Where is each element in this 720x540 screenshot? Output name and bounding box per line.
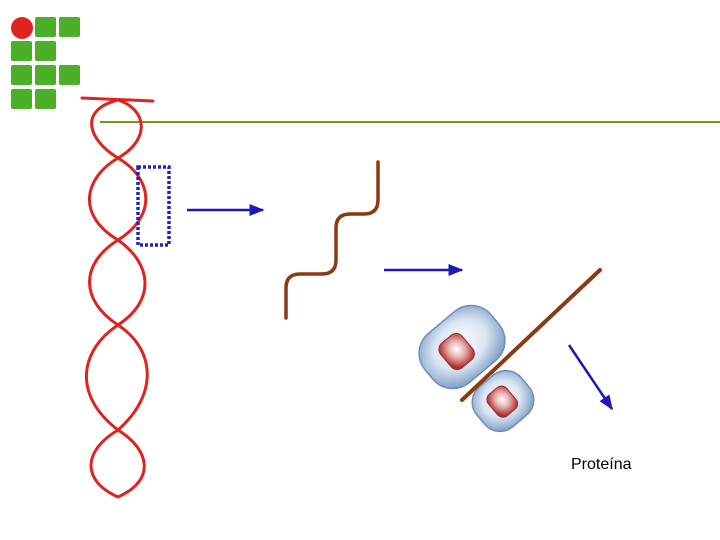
logo-red-dot (11, 17, 33, 39)
logo-square (59, 17, 80, 37)
dna-strand-b (86, 100, 145, 497)
protein-label: Proteína (571, 456, 631, 474)
dna-double-helix (82, 98, 153, 497)
institution-logo (11, 17, 80, 109)
dna-strand-a (90, 100, 148, 497)
logo-square (35, 17, 56, 37)
logo-square (11, 65, 32, 85)
logo-square (35, 65, 56, 85)
protein-arrow (569, 345, 612, 409)
logo-square (35, 89, 56, 109)
logo-square (35, 41, 56, 61)
logo-square (11, 41, 32, 61)
mrna-strand (286, 162, 378, 318)
logo-square (11, 89, 32, 109)
logo-square (59, 65, 80, 85)
gene-selection-box (138, 167, 169, 245)
